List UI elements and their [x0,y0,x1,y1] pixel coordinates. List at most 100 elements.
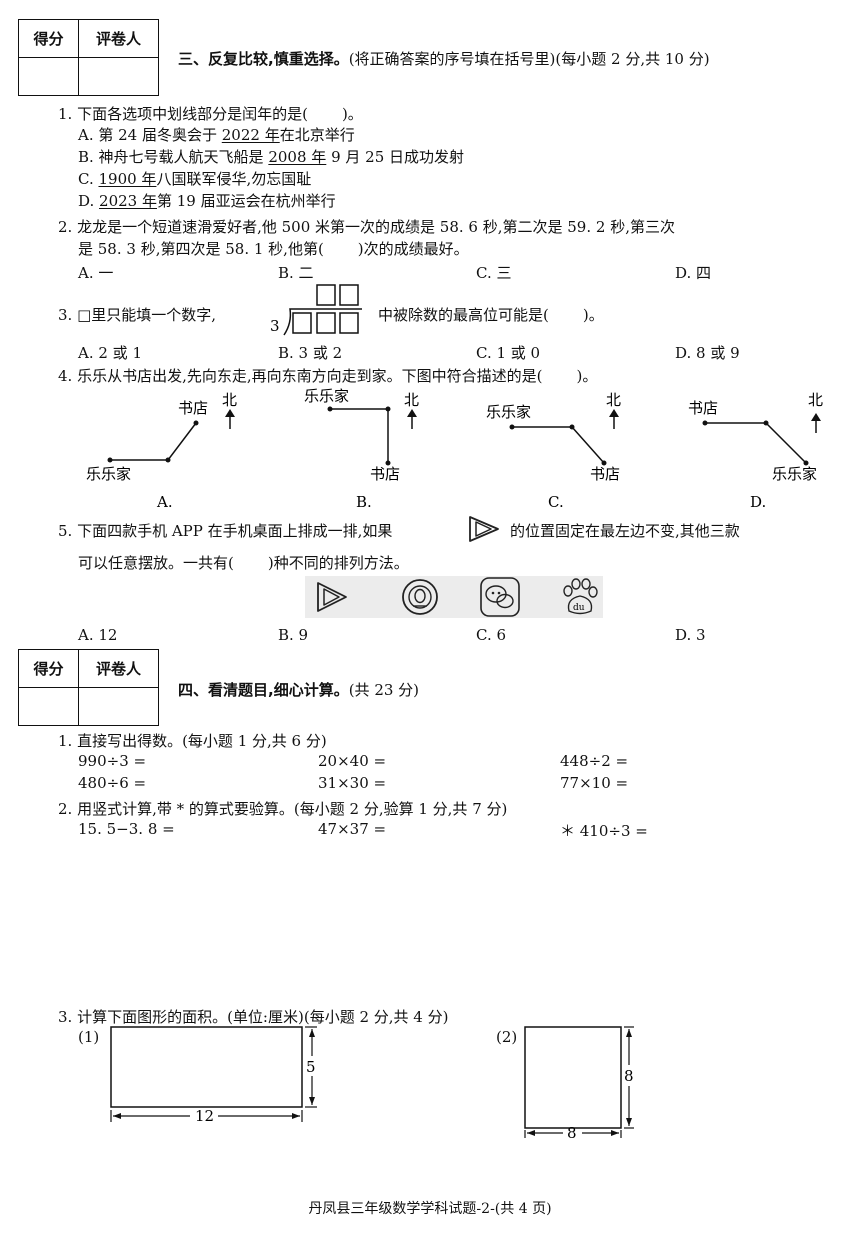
q5-option-b: B. 9 [278,626,309,644]
grader-header: 评卷人 [78,649,159,688]
q1-option-a: A. 第 24 届冬奥会于 2022 年在北京举行 [78,124,355,145]
section3-title: 三、反复比较,慎重选择。(将正确答案的序号填在括号里)(每小题 2 分,共 10… [178,48,710,69]
q1-b-pre: B. 神舟七号载人航天飞船是 [78,148,269,166]
route-point [601,460,607,466]
north-label: 北 [404,391,419,409]
video-app-icon [469,516,499,542]
store-label: 书店 [370,465,400,483]
q1-stem-b: )。 [341,105,363,123]
store-label: 书店 [688,399,718,417]
video-app-icon [317,582,347,612]
q1-stem-a: 1. 下面各选项中划线部分是闰年的是( [58,105,308,123]
route-point [327,406,333,412]
route-point [509,424,515,430]
q5-line1b: 的位置固定在最左边不变,其他三款 [510,522,740,540]
route-diagram-c: 乐乐家 北 书店 C. [486,391,621,511]
mental-math-item: 990÷3 = [78,752,147,770]
mental-math-item: 77×10 = [560,774,629,792]
q1-a-underlined: 2022 年 [221,126,280,144]
width-label-2: 8 [567,1124,577,1140]
option-label-b: B. [356,493,372,511]
north-arrowhead [609,409,619,417]
dividend-box [292,312,312,334]
route-diagrams: 书店 北 乐乐家 A. 乐乐家 北 书店 B. 乐乐家 北 书店 C. [86,387,823,511]
q5-option-d: D. 3 [675,626,706,644]
q5-line2a: 可以任意摆放。一共有( [78,554,234,572]
route-diagram-d: 书店 北 乐乐家 D. [688,391,823,511]
q1-option-c: C. 1900 年八国联军侵华,勿忘国耻 [78,168,311,189]
section4-title-text: 四、看清题目,细心计算。 [178,681,349,699]
grader-cell[interactable] [78,57,159,96]
mental-math-item: 480÷6 = [78,774,147,792]
baidu-app-icon: du [563,578,598,615]
q1-c-prefix: C. [78,170,99,188]
dividend-box [339,312,359,334]
section3-title-text: 三、反复比较,慎重选择。 [178,50,349,68]
north-label: 北 [222,391,237,409]
q1-b-underlined: 2008 年 [268,148,327,166]
q1-c-post: 八国联军侵华,勿忘国耻 [156,170,312,188]
route-path [330,408,389,463]
divisor: 3 [270,317,280,335]
vertical-calc-item: 47×37 = [318,820,387,838]
route-path [705,422,807,464]
score-table-section4: 得分 评卷人 [18,649,159,726]
store-label: 书店 [590,465,620,483]
route-point [385,406,391,412]
score-table-section3: 得分 评卷人 [18,19,159,96]
route-point [569,424,575,430]
route-point [193,420,199,426]
north-arrowhead [811,413,821,421]
vertical-calc-item: ＊ 410÷3 = [560,822,648,840]
calc-q3-stem: 3. 计算下面图形的面积。(单位:厘米)(每小题 2 分,共 4 分) [58,1008,449,1026]
q3-option-d: D. 8 或 9 [675,344,740,362]
north-arrowhead [225,409,235,417]
score-header: 得分 [18,19,79,58]
mental-math-item: 20×40 = [318,752,387,770]
long-division-diagram: 3 [270,284,362,336]
grader-cell[interactable] [78,687,159,726]
qq-app-icon [402,579,438,615]
figure-label-2: (2) [496,1028,518,1046]
q2-option-d: D. 四 [675,264,712,282]
route-point [107,457,113,463]
q3-stem-c: )。 [582,306,604,324]
q2-line1: 2. 龙龙是一个短道速滑爱好者,他 500 米第一次的成绩是 58. 6 秒,第… [58,218,675,236]
square-figure-2: 8 8 [524,1026,634,1140]
rectangle-2 [524,1026,622,1129]
page-footer: 丹凤县三年级数学学科试题-2-(共 4 页) [308,1201,552,1217]
rectangle-1 [110,1026,303,1108]
q1-c-underlined: 1900 年 [98,170,157,188]
q5-option-c: C. 6 [476,626,507,644]
route-path [512,426,605,464]
q5-line2b: )种不同的排列方法。 [267,554,409,572]
q1-option-b: B. 神舟七号载人航天飞船是 2008 年 9 月 25 日成功发射 [78,146,464,167]
quotient-box [339,284,359,306]
option-label-c: C. [548,493,564,511]
score-cell[interactable] [18,57,79,96]
q3-option-c: C. 1 或 0 [476,344,541,362]
q2-option-a: A. 一 [78,264,114,282]
dividend-box [316,312,336,334]
q3-option-b: B. 3 或 2 [278,344,343,362]
calc-q2-stem: 2. 用竖式计算,带 * 的算式要验算。(每小题 2 分,验算 1 分,共 7 … [58,800,508,818]
section4-title: 四、看清题目,细心计算。(共 23 分) [178,679,419,700]
calc-q1-stem: 1. 直接写出得数。(每小题 1 分,共 6 分) [58,732,327,750]
home-label: 乐乐家 [304,387,349,405]
q1-a-post: 在北京举行 [279,126,355,144]
q3-stem-b: 中被除数的最高位可能是()。 [378,304,604,325]
q2-option-b: B. 二 [278,264,314,282]
score-header: 得分 [18,649,79,688]
route-point [385,460,391,466]
q3-option-a: A. 2 或 1 [78,344,142,362]
app-icon-row [305,576,603,618]
figure-label-1: (1) [78,1028,100,1046]
q4-stem: 4. 乐乐从书店出发,先向东走,再向东南方向走到家。下图中符合描述的是()。 [58,365,597,386]
q1-option-d: D. 2023 年第 19 届亚运会在杭州举行 [78,190,336,211]
q1-d-prefix: D. [78,192,100,210]
route-diagram-b: 乐乐家 北 书店 B. [304,387,419,511]
height-label-2: 8 [624,1067,634,1085]
option-label-a: A. [156,493,173,511]
q2-line2a: 是 58. 3 秒,第四次是 58. 1 秒,他第( [78,240,324,258]
score-cell[interactable] [18,687,79,726]
